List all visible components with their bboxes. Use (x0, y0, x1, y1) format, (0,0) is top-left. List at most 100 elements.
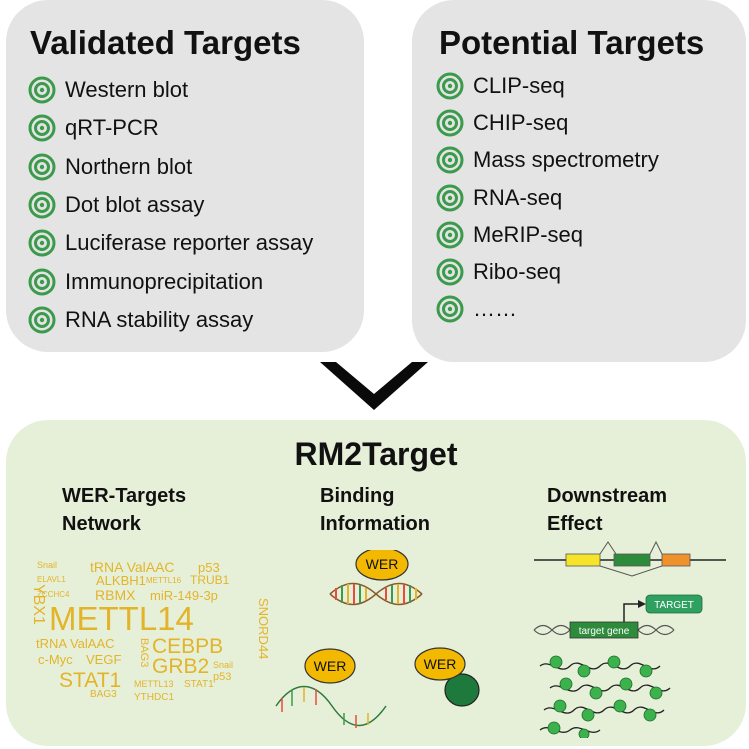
binding-heading: Binding Information (320, 482, 430, 538)
effect-heading-line2: Effect (547, 513, 603, 535)
list-item: Luciferase reporter assay (28, 224, 313, 262)
word-cloud-term: CEBPB (152, 635, 224, 658)
word-cloud-term: YTHDC1 (134, 692, 175, 703)
word-cloud-term: tRNA ValAAC (36, 636, 115, 651)
word-cloud-term: ELAVL1 (37, 575, 66, 584)
word-cloud-term: ZCCHC4 (37, 590, 70, 599)
network-heading: WER-Targets Network (62, 482, 186, 538)
wer-protein-complex: WER (414, 647, 480, 707)
list-item: Northern blot (28, 148, 313, 186)
effect-heading-line1: Downstream (547, 485, 668, 507)
validated-targets-title: Validated Targets (30, 24, 301, 61)
validated-targets-panel: Validated Targets Western blot qRT-PCR N… (6, 0, 364, 352)
binding-rna-strand (275, 685, 387, 728)
word-cloud-term: TRUB1 (190, 573, 230, 587)
wer-protein-icon: WER (304, 648, 356, 684)
word-cloud-term: YBX1 (30, 584, 47, 625)
target-icon (28, 306, 56, 334)
wer-label: WER (424, 656, 457, 672)
binding-dna-top (329, 582, 423, 606)
word-cloud-term: p53 (213, 671, 232, 683)
word-cloud-term: STAT1 (59, 669, 122, 692)
word-cloud-term: RBMX (95, 587, 136, 603)
binding-illustration: WER WER WER (275, 550, 480, 728)
validated-method-list: Western blot qRT-PCR Northern blot Dot b… (28, 71, 313, 339)
method-label: qRT-PCR (65, 115, 159, 141)
translation-diagram (539, 655, 671, 738)
word-cloud-term: tRNA ValAAC (90, 559, 175, 575)
word-cloud-term: c-Myc (38, 652, 73, 667)
list-item: RNA stability assay (28, 301, 313, 339)
method-label: MeRIP-seq (473, 221, 584, 247)
method-label: …… (473, 296, 517, 322)
wer-label: WER (366, 556, 399, 572)
word-cloud-term: METTL14 (49, 600, 194, 637)
method-label: Northern blot (65, 153, 193, 179)
method-label: Western blot (65, 77, 189, 103)
list-item: Dot blot assay (28, 186, 313, 224)
method-label: Luciferase reporter assay (65, 230, 314, 256)
potential-targets-title: Potential Targets (439, 24, 705, 61)
method-label: Dot blot assay (65, 192, 205, 218)
target-icon (436, 146, 464, 174)
target-icon (436, 221, 464, 249)
list-item: Western blot (28, 71, 313, 109)
list-item: MeRIP-seq (436, 216, 659, 253)
word-cloud-term: STAT1 (184, 679, 214, 690)
list-item: Ribo-seq (436, 253, 659, 290)
binding-heading-line1: Binding (320, 485, 395, 507)
word-cloud-term: Snail (37, 560, 58, 570)
word-cloud: Snail tRNA ValAAC p53 ELAVL1 ALKBH1 METT… (24, 560, 274, 735)
effect-illustration: target gene TARGET (533, 540, 726, 738)
target-gene-label: target gene (579, 626, 630, 637)
method-label: Mass spectrometry (473, 147, 659, 173)
list-item: RNA-seq (436, 179, 659, 216)
word-cloud-term: p53 (198, 560, 220, 575)
word-cloud-term: METTL16 (146, 576, 182, 585)
binding-heading-line2: Information (320, 513, 430, 535)
word-cloud-term: GRB2 (152, 655, 210, 678)
wer-label: WER (314, 658, 347, 674)
potential-targets-panel: Potential Targets CLIP-seq CHIP-seq Mass… (412, 0, 746, 362)
rm2target-panel: RM2Target WER-Targets Network Binding In… (6, 420, 746, 746)
list-item: Mass spectrometry (436, 142, 659, 179)
list-item: Immunoprecipitation (28, 262, 313, 300)
word-cloud-term: BAG3 (138, 638, 150, 668)
method-label: CHIP-seq (473, 109, 569, 135)
target-icon (436, 184, 464, 212)
target-icon (436, 258, 464, 286)
target-label: TARGET (654, 600, 694, 611)
target-icon (28, 153, 56, 181)
list-item: CLIP-seq (436, 67, 659, 104)
chevron-down-icon (320, 362, 428, 410)
target-icon (28, 229, 56, 257)
wer-protein-icon: WER (355, 550, 409, 581)
word-cloud-term: ALKBH1 (96, 573, 146, 588)
potential-method-list: CLIP-seq CHIP-seq Mass spectrometry RNA-… (436, 67, 659, 328)
word-cloud-term: VEGF (86, 652, 122, 667)
rm2target-title: RM2Target (294, 436, 458, 472)
transcription-diagram: target gene TARGET (533, 594, 703, 639)
network-heading-line2: Network (62, 513, 141, 535)
target-icon (28, 191, 56, 219)
word-cloud-term: miR-149-3p (150, 588, 218, 603)
target-icon (28, 76, 56, 104)
method-label: RNA-seq (473, 184, 563, 210)
target-icon (436, 295, 464, 323)
list-item: CHIP-seq (436, 104, 659, 141)
target-icon (436, 109, 464, 137)
word-cloud-term: METTL13 (134, 679, 174, 689)
list-item: qRT-PCR (28, 109, 313, 147)
method-label: RNA stability assay (65, 306, 254, 332)
splicing-diagram (534, 540, 726, 577)
word-cloud-term: BAG3 (90, 689, 117, 700)
list-item: …… (436, 291, 659, 328)
method-label: CLIP-seq (473, 72, 565, 98)
target-icon (436, 72, 464, 100)
method-label: Ribo-seq (473, 259, 562, 285)
target-icon (28, 268, 56, 296)
effect-heading: Downstream Effect (547, 482, 667, 538)
method-label: Immunoprecipitation (65, 268, 264, 294)
target-icon (28, 114, 56, 142)
network-heading-line1: WER-Targets (62, 485, 187, 507)
